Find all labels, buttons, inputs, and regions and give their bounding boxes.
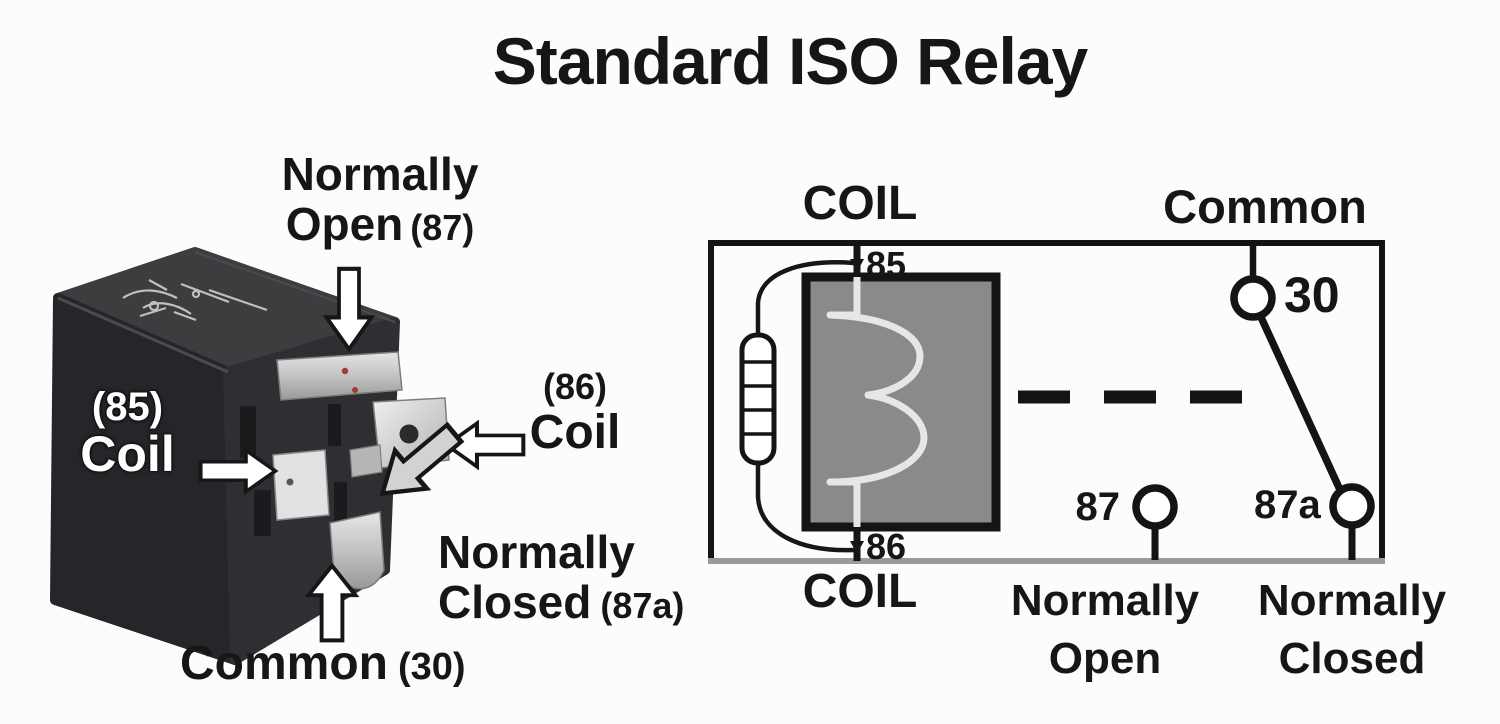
label-pin-85: 85 [866, 244, 907, 285]
label-normally-open-schematic: Normally Open [1010, 576, 1200, 684]
label-common-top: Common [1163, 180, 1367, 233]
resistor-bands [744, 360, 772, 436]
page-title: Standard ISO Relay [492, 24, 1089, 98]
pin-87-spade [276, 351, 403, 401]
terminal-30-circle [1230, 275, 1276, 321]
relay-body [50, 247, 450, 665]
label-normally-open-87: Normally Open(87) [281, 148, 479, 250]
node-86 [850, 541, 864, 554]
schematic-drawing [708, 240, 1385, 564]
switch-armature [1256, 313, 1345, 494]
arrow-up-icon [304, 562, 360, 643]
coil-winding [826, 277, 928, 527]
label-pin-30: 30 [1284, 267, 1340, 323]
pin-87a-spade [349, 444, 383, 478]
label-normally-closed-87a: Normally Closed(87a) [438, 526, 685, 628]
label-normally-closed-schematic: Normally Closed [1257, 576, 1447, 684]
resistor [739, 332, 777, 466]
relay-pin-sockets [240, 404, 347, 536]
label-pin-87a: 87a [1254, 483, 1321, 527]
terminal-87-circle [1132, 484, 1178, 530]
arrow-right-icon [198, 446, 279, 496]
arrow-up-left-icon [362, 410, 474, 516]
label-common-30: Common(30) [180, 637, 466, 690]
relay-top-print [122, 279, 268, 322]
arrow-left-icon [443, 419, 526, 471]
label-pin-87: 87 [1075, 485, 1121, 529]
relay-photo: Normally Open(87) (86) Coil (85) Coil No… [0, 0, 700, 724]
node-85 [850, 259, 864, 272]
pin-85-spade [272, 449, 330, 521]
coil-suppression-wire [755, 260, 855, 553]
pin-86-hole [399, 424, 419, 444]
label-pin-86: 86 [866, 526, 907, 567]
label-coil-86: (86) Coil [529, 366, 621, 459]
arrow-down-icon [322, 266, 376, 353]
terminal-87a-circle [1329, 483, 1375, 529]
label-coil-bottom: COIL [802, 565, 918, 618]
label-coil-85: (85) Coil [80, 385, 175, 482]
label-coil-top: COIL [802, 177, 918, 230]
pin-30-spade [329, 511, 385, 590]
